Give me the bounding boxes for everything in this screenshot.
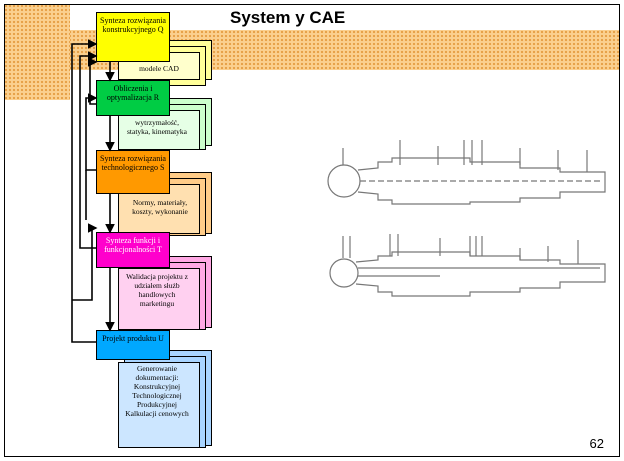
box-u: Projekt produktu U: [96, 330, 170, 360]
ribbon-r-3: [118, 110, 200, 150]
corner-pattern: [4, 4, 70, 100]
slide-border: [4, 4, 620, 457]
ribbon-t-3: [118, 268, 200, 330]
box-u-label: Projekt produktu U: [102, 334, 164, 343]
box-s-label: Synteza rozwiązania technologicznego S: [100, 154, 166, 172]
box-r: Obliczenia i optymalizacja R: [96, 80, 170, 116]
shaft-bottom: [329, 234, 606, 297]
arrow-r-to-q: [88, 57, 98, 105]
note-r: wytrzymałość, statyka, kinematyka: [127, 118, 187, 136]
box-t-label: Synteza funkcji i funkcjonalności T: [104, 236, 162, 254]
box-t: Synteza funkcji i funkcjonalności T: [96, 232, 170, 268]
note-u: Generowanie dokumentacji: Konstrukcyjnej…: [125, 364, 189, 418]
ribbon-u-3: [118, 362, 200, 448]
arrow-u-to-q: [71, 39, 98, 343]
page-number: 62: [589, 436, 604, 451]
arrow-t-to-q: [79, 51, 98, 249]
box-q: Synteza rozwiązania konstrukcyjnego Q: [96, 12, 170, 62]
box-r-label: Obliczenia i optymalizacja R: [106, 84, 160, 102]
box-s: Synteza rozwiązania technologicznego S: [96, 150, 170, 194]
slide-title: System y CAE: [230, 8, 346, 27]
note-t: Walidacja projektu z udziałem służb hand…: [126, 272, 188, 308]
note-q: modele CAD: [139, 64, 179, 73]
box-q-label: Synteza rozwiązania konstrukcyjnego Q: [100, 16, 166, 34]
arrow-s-to-r: [85, 93, 98, 171]
arrow-u-to-s: [72, 223, 98, 301]
shaft-top: [327, 140, 606, 205]
note-s: Normy, materiały, koszty, wykonanie: [132, 198, 188, 216]
